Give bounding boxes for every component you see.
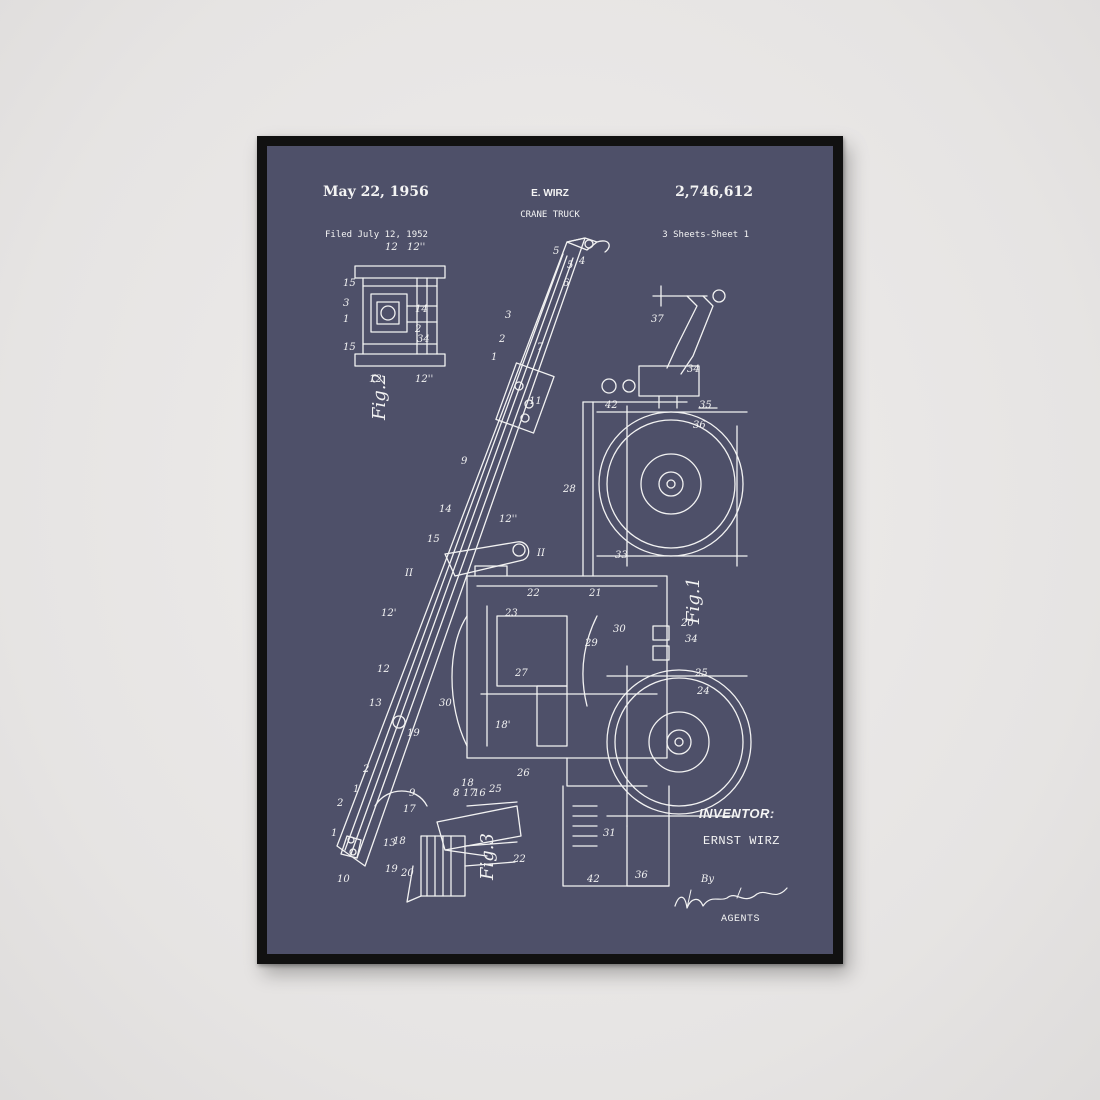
svg-text:18': 18' <box>495 720 510 731</box>
svg-text:2: 2 <box>336 798 343 809</box>
svg-text:25: 25 <box>694 668 708 679</box>
patent-number: 2,746,612 <box>675 184 753 200</box>
figure-3-label: Fig.3 <box>477 833 498 881</box>
svg-text:13: 13 <box>369 698 382 709</box>
svg-text:2: 2 <box>414 324 421 335</box>
svg-text:17: 17 <box>403 804 416 815</box>
svg-text:26: 26 <box>516 768 530 779</box>
svg-text:12: 12 <box>377 664 390 675</box>
patent-date: May 22, 1956 <box>323 184 429 200</box>
svg-text:12'': 12'' <box>407 242 425 253</box>
svg-text:17: 17 <box>463 788 476 799</box>
svg-text:13: 13 <box>383 838 396 849</box>
crane-boom <box>336 237 610 867</box>
svg-text:35: 35 <box>699 400 712 411</box>
truck-body <box>451 401 688 887</box>
svg-text:34: 34 <box>417 334 430 345</box>
svg-text:1: 1 <box>491 352 497 363</box>
front-wheel <box>606 665 752 887</box>
svg-text:3: 3 <box>343 298 349 309</box>
svg-text:2: 2 <box>498 334 505 345</box>
figure-1-label: Fig.1 <box>683 577 704 625</box>
svg-text:10: 10 <box>337 874 350 885</box>
svg-text:1: 1 <box>343 314 349 325</box>
figure-2-label: Fig.2 <box>369 373 390 421</box>
svg-text:7: 7 <box>537 342 544 353</box>
svg-text:21: 21 <box>588 588 602 599</box>
figure-2-section <box>354 265 446 367</box>
svg-text:1: 1 <box>331 828 337 839</box>
picture-frame: May 22, 1956 E. WIRZ 2,746,612 CRANE TRU… <box>257 136 843 964</box>
agent-signature: By <box>674 874 788 909</box>
svg-text:42: 42 <box>586 874 600 885</box>
svg-text:12'': 12'' <box>499 514 517 525</box>
svg-text:33: 33 <box>615 550 628 561</box>
svg-text:27: 27 <box>514 668 528 679</box>
figure-3-detail <box>406 801 522 903</box>
by-label: By <box>700 874 714 885</box>
svg-text:12: 12 <box>369 374 382 385</box>
rear-wheel <box>596 405 748 567</box>
svg-text:14: 14 <box>439 504 452 515</box>
svg-text:34: 34 <box>685 634 698 645</box>
svg-text:25: 25 <box>488 784 502 795</box>
figure-labels: Fig.1 Fig.2 Fig.3 <box>369 373 704 881</box>
svg-text:15: 15 <box>343 342 356 353</box>
svg-text:2: 2 <box>362 764 369 775</box>
inventor-name: ERNST WIRZ <box>703 834 781 848</box>
svg-text:5: 5 <box>553 246 559 257</box>
svg-text:16: 16 <box>473 788 486 799</box>
svg-text:15: 15 <box>427 534 440 545</box>
svg-text:28: 28 <box>562 484 576 495</box>
svg-text:29: 29 <box>584 638 598 649</box>
svg-text:12'': 12'' <box>415 374 433 385</box>
svg-text:9: 9 <box>409 788 416 799</box>
svg-text:3: 3 <box>505 310 511 321</box>
svg-text:31: 31 <box>603 828 616 839</box>
svg-text:12': 12' <box>381 608 396 619</box>
svg-text:20: 20 <box>400 868 414 879</box>
svg-text:14: 14 <box>415 304 428 315</box>
svg-text:8: 8 <box>453 788 459 799</box>
svg-text:36: 36 <box>635 870 648 881</box>
svg-text:11: 11 <box>529 396 542 407</box>
filed-date: Filed July 12, 1952 <box>325 230 428 240</box>
inventor-label: INVENTOR: <box>699 806 775 821</box>
svg-text:9: 9 <box>461 456 468 467</box>
reference-numerals: 5 4 6 3 2 1 9 14 15 II II 12' 12 13 2 1 … <box>331 242 712 885</box>
svg-text:23: 23 <box>504 608 518 619</box>
svg-text:5: 5 <box>567 260 573 271</box>
svg-text:18: 18 <box>393 836 406 847</box>
svg-text:30: 30 <box>439 698 452 709</box>
svg-text:42: 42 <box>604 400 618 411</box>
svg-text:6: 6 <box>563 278 570 289</box>
agents-label: AGENTS <box>721 914 761 925</box>
svg-text:4: 4 <box>578 256 585 267</box>
svg-text:18: 18 <box>461 778 474 789</box>
svg-text:22: 22 <box>526 588 540 599</box>
svg-text:19: 19 <box>407 728 420 739</box>
svg-text:19: 19 <box>385 864 398 875</box>
svg-text:24: 24 <box>696 686 710 697</box>
svg-text:12: 12 <box>385 242 398 253</box>
svg-text:22: 22 <box>512 854 526 865</box>
svg-text:34: 34 <box>687 364 700 375</box>
inventor-header: E. WIRZ <box>531 188 569 199</box>
svg-text:36: 36 <box>693 420 706 431</box>
svg-text:1: 1 <box>353 784 359 795</box>
sheet-count: 3 Sheets-Sheet 1 <box>662 230 749 240</box>
patent-poster: May 22, 1956 E. WIRZ 2,746,612 CRANE TRU… <box>267 146 833 954</box>
svg-text:II: II <box>536 548 546 559</box>
patent-title: CRANE TRUCK <box>520 210 580 220</box>
steering-assembly <box>601 285 726 409</box>
svg-text:37: 37 <box>651 314 664 325</box>
svg-text:30: 30 <box>613 624 626 635</box>
svg-text:20: 20 <box>680 618 694 629</box>
svg-text:15: 15 <box>343 278 356 289</box>
crane-truck-drawing: 5 4 6 3 2 1 9 14 15 II II 12' 12 13 2 1 … <box>331 237 788 909</box>
svg-text:II: II <box>404 568 414 579</box>
